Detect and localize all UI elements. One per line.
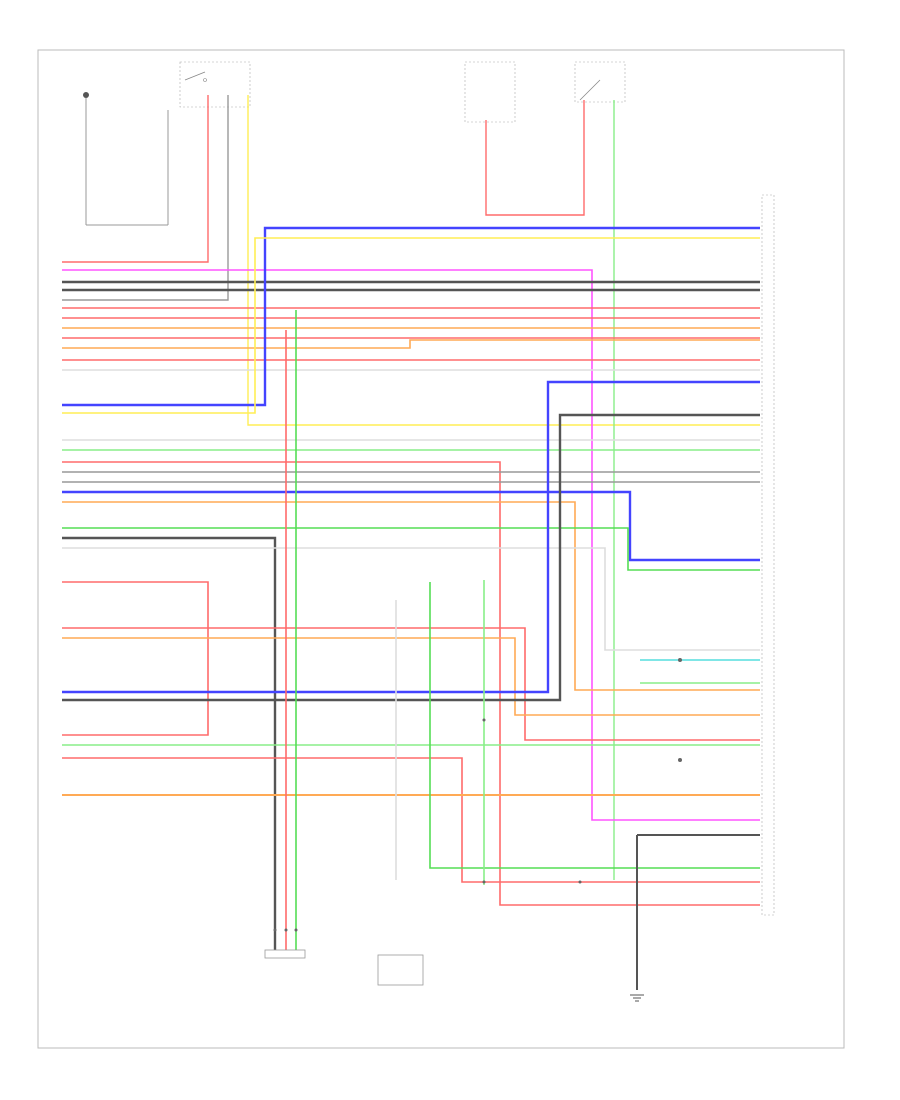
ground-symbol-icon — [630, 994, 644, 1002]
top-right-component — [464, 61, 626, 123]
diagram-border — [37, 49, 845, 1049]
harness-lines — [62, 226, 760, 990]
right-module — [761, 194, 775, 916]
connector-pin-icon — [273, 658, 682, 932]
switch-contact-icon — [184, 71, 207, 82]
bottom-left-module — [264, 949, 306, 959]
top-left-component — [83, 92, 169, 226]
top-wire-drops — [62, 95, 760, 880]
ground-symbol-icon — [83, 92, 89, 98]
bottom-right-ground — [630, 994, 644, 1002]
top-mid-component — [179, 61, 251, 108]
bottom-mid-module — [377, 954, 424, 986]
